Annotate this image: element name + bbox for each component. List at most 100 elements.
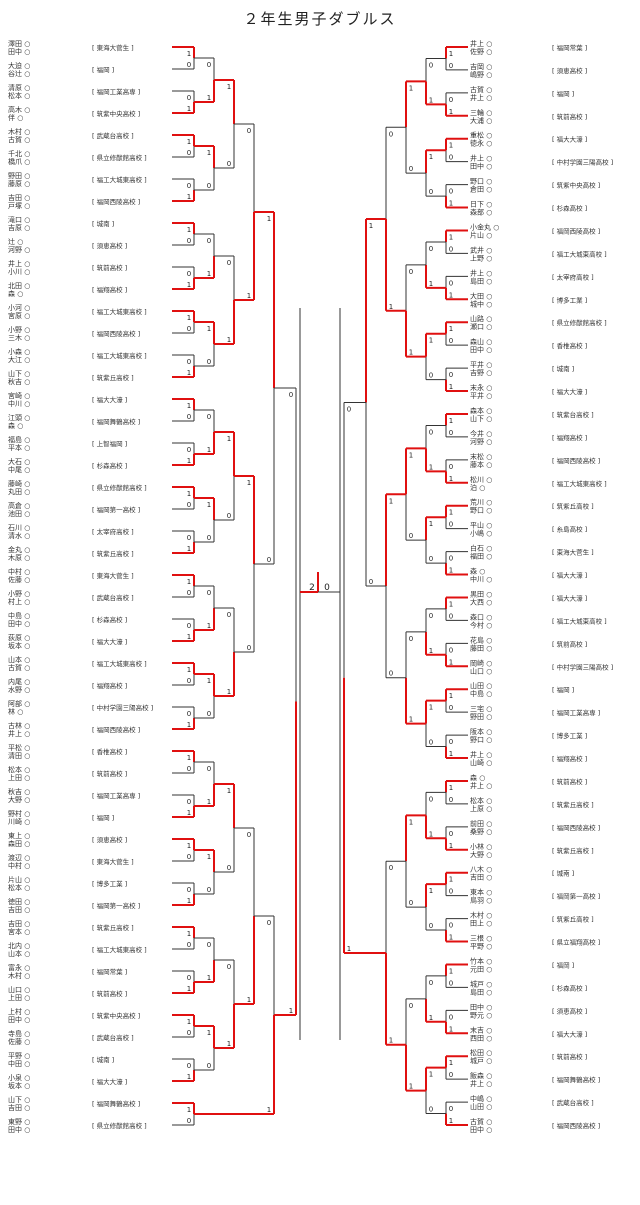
player-names: 石川 ○ [8,524,30,532]
player-names: 内尾 ○ [8,677,30,686]
entry: 井上 ○小川 ○[ 筑前高校 ] [8,259,127,276]
school-name: [ 博多工業 ] [552,295,587,304]
school-name: [ 福岡 ] [92,813,114,822]
player-names: 大西 ○ [470,597,492,606]
match-score: 0 [449,279,453,287]
match-score: 0 [409,1002,413,1010]
entry: 澤田 ○田中 ○[ 東海大菅生 ] [8,39,134,56]
entry: 井上 ○佐野 ○[ 福岡常葉 ] [470,39,587,56]
match-score: 0 [409,635,413,643]
match-score: 1 [429,1071,433,1079]
match-score: 1 [207,622,211,630]
player-names: 吉岡 ○ [470,63,492,71]
match-score: 1 [429,463,433,471]
match-score: 1 [187,1106,191,1114]
player-names: 田中 ○ [470,345,492,354]
right-bracket: 井上 ○佐野 ○[ 福岡常葉 ]吉岡 ○嶋野 ○[ 須恵高校 ]古賀 ○井上 ○… [343,39,613,1134]
player-names: 金丸 ○ [8,545,30,554]
school-name: [ 城南 ] [552,364,574,373]
player-names: 大浦 ○ [470,116,492,125]
player-names: 森 ○ [8,289,23,298]
match-score: 0 [449,154,453,162]
player-names: 野口 ○ [470,736,492,744]
school-name: [ 福岡舞鶴高校 ] [92,417,140,426]
match-score: 0 [449,704,453,712]
school-name: [ 福工大城東高校 ] [552,616,607,625]
player-names: 岡崎 ○ [470,658,492,667]
player-names: 今井 ○ [470,429,492,438]
player-names: 野口 ○ [470,507,492,515]
match-score: 1 [247,479,251,487]
match-score: 0 [449,371,453,379]
entry: 平井 ○吉野 ○[ 城南 ] [470,360,574,377]
school-name: [ 筑紫中央高校 ] [92,109,140,118]
player-names: 島田 ○ [470,276,492,285]
match-score: 0 [449,96,453,104]
player-names: 富永 ○ [8,963,30,972]
player-names: 平野 ○ [470,943,492,951]
entry: 今井 ○河野 ○[ 福翔高校 ] [470,429,587,446]
match-score: 1 [247,996,251,1004]
player-names: 山口 ○ [470,666,492,675]
player-names: 野田 ○ [8,172,30,180]
school-name: [ 東海大菅生 ] [92,857,134,866]
player-names: 倉田 ○ [470,185,492,194]
school-name: [ 太宰府高校 ] [552,272,594,281]
match-score: 1 [449,967,453,975]
school-name: [ 福岡西陵高校 ] [552,226,600,235]
player-names: 山田 ○ [470,1102,492,1111]
match-score: 0 [449,922,453,930]
match-score: 0 [187,677,191,685]
entry: 渡辺 ○中村 ○[ 東海大菅生 ] [8,853,134,870]
match-score: 1 [187,930,191,938]
match-score: 0 [187,501,191,509]
player-names: 平井 ○ [470,360,492,369]
player-names: 小森 ○ [8,347,30,356]
player-names: 小嶋 ○ [470,529,492,538]
school-name: [ 福工大城東高校 ] [92,351,147,360]
player-names: 木村 ○ [470,911,492,920]
player-names: 古林 ○ [8,721,30,730]
match-score: 1 [429,647,433,655]
match-score: 1 [187,281,191,289]
player-names: 山下 ○ [8,369,30,378]
player-names: 大迫 ○ [8,61,30,70]
player-names: 東上 ○ [8,831,30,840]
entry: 小金丸 ○片山 ○[ 福岡西陵高校 ] [470,222,600,239]
match-score: 1 [429,887,433,895]
match-score: 1 [207,149,211,157]
player-names: 北内 ○ [8,941,30,950]
entry: 大迫 ○谷辻 ○[ 福岡 ] [8,61,114,78]
player-names: 荻原 ○ [8,633,30,642]
school-name: [ 城南 ] [92,1055,114,1064]
entry: 荻原 ○坂本 ○[ 福大大濠 ] [8,633,127,650]
player-names: 大江 ○ [8,355,30,364]
match-score: 0 [227,512,231,520]
match-score: 0 [207,61,211,69]
player-names: 江頭 ○ [8,414,30,422]
match-score: 1 [247,292,251,300]
match-score: 0 [207,534,211,542]
match-score: 0 [227,963,231,971]
school-name: [ 福工大城東高校 ] [92,659,147,668]
match-score: 1 [207,325,211,333]
player-names: 井上 ○ [470,93,492,102]
match-score: 0 [187,237,191,245]
player-names: 阿部 ○ [8,699,30,708]
match-score: 0 [187,974,191,982]
entry: 金丸 ○木原 ○[ 筑紫丘高校 ] [8,545,134,562]
entry: 小林 ○大野 ○[ 筑紫丘高校 ] [470,842,594,859]
player-names: 三木 ○ [8,333,30,342]
player-names: 佐藤 ○ [8,1037,30,1046]
entry: 松田 ○城戸 ○[ 筑前高校 ] [470,1048,587,1065]
entry: 中島 ○田中 ○[ 杉森高校 ] [8,611,127,628]
school-name: [ 太宰府高校 ] [92,527,134,536]
entry: 岡崎 ○山口 ○[ 中村学園三陽高校 ] [470,658,613,675]
match-score: 1 [227,435,231,443]
match-score: 0 [187,622,191,630]
match-score: 0 [347,406,351,414]
player-names: 谷辻 ○ [8,69,30,78]
entry: 山口 ○上田 ○[ 筑前高校 ] [8,985,127,1002]
match-score: 1 [227,688,231,696]
player-names: 重松 ○ [470,131,492,140]
